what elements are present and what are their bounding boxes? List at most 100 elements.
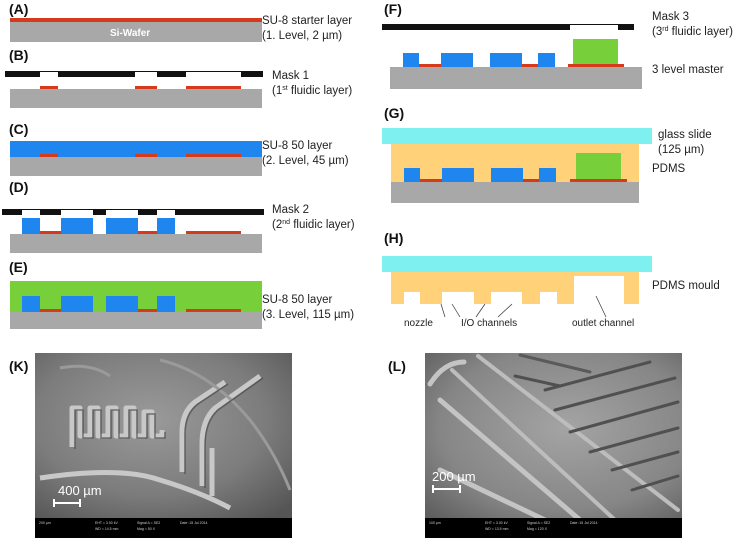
level2-block — [106, 296, 138, 312]
mask-opening — [61, 209, 93, 215]
level2-block — [404, 168, 420, 182]
level2-block — [157, 218, 175, 234]
io-channels-label: I/O channels — [461, 318, 517, 329]
starter-pattern — [186, 231, 241, 234]
panel-l-label: (L) — [388, 358, 406, 374]
sem-l-footer — [425, 518, 682, 538]
panel-a-caption-2: (1. Level, 2 µm) — [262, 30, 342, 42]
sem-l-footer-text: Date :15 Jul 2014 — [570, 521, 597, 525]
starter-layer — [10, 18, 262, 22]
io-pointer — [451, 303, 461, 318]
mask-1 — [5, 71, 263, 77]
panel-c-caption-1: SU-8 50 layer — [262, 140, 332, 152]
panel-f-caption-1: Mask 3 — [652, 11, 689, 23]
panel-b-label: (B) — [9, 47, 28, 63]
level2-block — [490, 53, 522, 67]
nozzle-label: nozzle — [404, 318, 433, 329]
sem-k-structures — [39, 358, 292, 511]
sem-image-l — [425, 353, 682, 520]
wafer — [10, 234, 262, 253]
panel-g-caption-1: glass slide — [658, 129, 712, 141]
panel-e-label: (E) — [9, 259, 28, 275]
mask-opening — [106, 209, 138, 215]
level2-block — [538, 53, 555, 67]
mask-opening — [22, 209, 40, 215]
level2-block — [491, 168, 523, 182]
su8-50-layer — [10, 141, 262, 157]
level2-block — [61, 218, 93, 234]
mask-opening — [186, 71, 241, 77]
level2-block — [157, 296, 175, 312]
outlet-pointer — [595, 295, 607, 318]
level2-block — [22, 218, 40, 234]
starter-pattern — [568, 64, 624, 67]
panel-e: (E) SU-8 50 layer (3. Level, 115 µm) — [9, 259, 354, 329]
outlet-channel-label: outlet channel — [572, 318, 634, 329]
panel-a-caption-1: SU-8 starter layer — [262, 15, 352, 27]
panel-g-label: (G) — [384, 105, 404, 121]
panel-a: (A) Si-Wafer SU-8 starter layer (1. Leve… — [9, 1, 352, 42]
panel-g: (G) glass slide (125 µm) PDMS — [382, 105, 712, 203]
panel-c-caption-2: (2. Level, 45 µm) — [262, 155, 349, 167]
level2-block — [106, 218, 138, 234]
wafer — [390, 67, 642, 89]
sem-k-footer-text: 200 µm — [39, 521, 51, 525]
panel-h: (H) nozzle I/O channels outlet channel P… — [382, 230, 720, 329]
mask-opening — [40, 71, 58, 77]
starter-pattern — [186, 86, 241, 89]
level3-block — [573, 39, 618, 65]
level3-block — [576, 153, 621, 180]
starter-pattern — [522, 64, 538, 67]
panel-d: (D) Mask 2 (2nd fluidic layer) — [2, 179, 355, 253]
glass-slide — [382, 128, 652, 144]
sem-k-footer-text: EHT = 3.00 kV — [95, 521, 118, 525]
sem-l-footer-text: Mag = 120 X — [527, 527, 548, 531]
wafer — [10, 22, 262, 42]
panel-l: (L) 200 µm 100 µm EHT = 3.00 kV Signal A… — [388, 353, 682, 538]
panel-h-label: (H) — [384, 230, 403, 246]
panel-h-caption-1: PDMS mould — [652, 280, 720, 292]
panel-a-label: (A) — [9, 1, 28, 17]
wafer — [10, 157, 262, 176]
io-pointer — [475, 303, 486, 318]
sem-k-footer-text: WD = 14.5 mm — [95, 527, 119, 531]
level2-block — [442, 168, 474, 182]
panel-b-caption-2: (1st fluidic layer) — [272, 85, 352, 97]
starter-pattern — [40, 154, 58, 157]
level2-block — [22, 296, 40, 312]
mask-opening — [157, 209, 175, 215]
starter-pattern — [420, 179, 442, 182]
wafer — [10, 89, 262, 108]
sem-l-footer-text: EHT = 3.00 kV — [485, 521, 508, 525]
panel-f: (F) Mask 3 (3rd fluidic layer) 3 level m… — [382, 1, 733, 89]
level2-block — [61, 296, 93, 312]
wafer — [391, 182, 639, 203]
starter-pattern — [419, 64, 441, 67]
io-pointer — [497, 303, 513, 318]
panel-e-caption-1: SU-8 50 layer — [262, 294, 332, 306]
pdms-mould — [391, 272, 639, 304]
sem-l-footer-text: WD = 13.5 mm — [485, 527, 509, 531]
level2-block — [403, 53, 419, 67]
panel-d-label: (D) — [9, 179, 28, 195]
sem-k-footer-text: Signal A = SE2 — [137, 521, 160, 525]
starter-pattern — [40, 309, 61, 312]
panel-k-label: (K) — [9, 358, 28, 374]
starter-pattern — [40, 231, 61, 234]
panel-d-caption-1: Mask 2 — [272, 204, 309, 216]
starter-pattern — [186, 309, 241, 312]
starter-pattern — [186, 154, 241, 157]
panel-e-caption-2: (3. Level, 115 µm) — [262, 309, 354, 321]
sem-l-footer-text: Signal A = SE2 — [527, 521, 550, 525]
panel-f-label: (F) — [384, 1, 402, 17]
sem-l-structures — [427, 353, 680, 523]
sem-k-footer-text: Date :15 Jul 2014 — [180, 521, 207, 525]
scale-label-k: 400 µm — [58, 483, 102, 498]
panel-b-caption-1: Mask 1 — [272, 70, 309, 82]
starter-pattern — [138, 309, 157, 312]
mask-3 — [382, 24, 634, 30]
mask-opening — [570, 24, 618, 30]
panel-c-label: (C) — [9, 121, 28, 137]
mask-opening — [135, 71, 157, 77]
sem-l-footer-text: 100 µm — [429, 521, 441, 525]
